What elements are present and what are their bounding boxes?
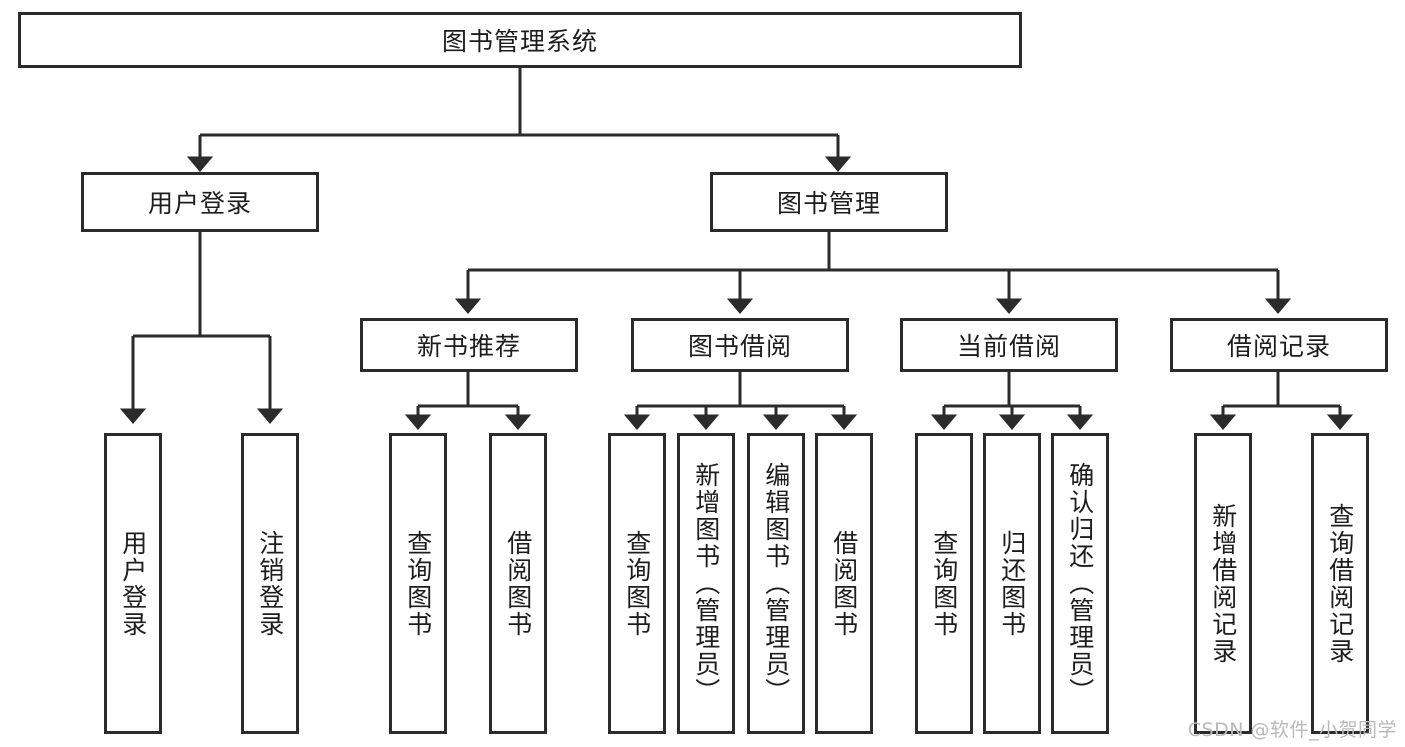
- node-label: 借阅记录: [1226, 332, 1331, 361]
- node-new-book-recommend[interactable]: 新书推荐: [360, 318, 578, 372]
- leaf-label: 注销登录: [255, 529, 285, 638]
- node-label: 当前借阅: [956, 332, 1061, 361]
- leaf-current-return-book[interactable]: 归还图书: [983, 433, 1041, 734]
- leaf-label: 借阅图书: [503, 529, 533, 638]
- leaf-borrow-borrow-book[interactable]: 借阅图书: [815, 433, 873, 734]
- node-borrow-records[interactable]: 借阅记录: [1170, 318, 1388, 372]
- leaf-current-query-book[interactable]: 查询图书: [915, 433, 973, 734]
- leaf-label: 新增借阅记录: [1208, 502, 1238, 665]
- csdn-watermark: CSDN @软件_小贺同学: [1187, 719, 1397, 741]
- leaf-label: 查询图书: [622, 529, 652, 638]
- leaf-recommend-borrow-book[interactable]: 借阅图书: [489, 433, 547, 734]
- node-user-login[interactable]: 用户登录: [81, 172, 319, 232]
- leaf-current-confirm-return-admin[interactable]: 确认归还（管理员）: [1051, 433, 1109, 734]
- leaf-label: 查询图书: [929, 529, 959, 638]
- leaf-borrow-edit-book-admin[interactable]: 编辑图书（管理员）: [747, 433, 805, 734]
- node-label: 用户登录: [147, 189, 252, 218]
- leaf-borrow-query-book[interactable]: 查询图书: [608, 433, 666, 734]
- node-book-borrow[interactable]: 图书借阅: [631, 318, 849, 372]
- leaf-label: 借阅图书: [829, 529, 859, 638]
- leaf-records-add-record[interactable]: 新增借阅记录: [1194, 433, 1252, 734]
- leaf-label: 新增图书（管理员）: [691, 462, 721, 705]
- leaf-user-login-signin[interactable]: 用户登录: [104, 433, 162, 734]
- node-current-borrow[interactable]: 当前借阅: [900, 318, 1118, 372]
- node-book-management[interactable]: 图书管理: [710, 172, 948, 232]
- leaf-recommend-query-book[interactable]: 查询图书: [389, 433, 447, 734]
- node-label: 图书管理系统: [441, 27, 598, 56]
- node-label: 图书管理: [776, 189, 881, 218]
- leaf-label: 用户登录: [118, 529, 148, 638]
- node-label: 新书推荐: [416, 332, 521, 361]
- leaf-borrow-add-book-admin[interactable]: 新增图书（管理员）: [677, 433, 735, 734]
- leaf-label: 查询借阅记录: [1325, 502, 1355, 665]
- node-label: 图书借阅: [687, 332, 792, 361]
- leaf-user-login-signout[interactable]: 注销登录: [241, 433, 299, 734]
- node-root-system[interactable]: 图书管理系统: [18, 12, 1022, 68]
- leaf-label: 编辑图书（管理员）: [761, 462, 791, 705]
- leaf-label: 归还图书: [997, 529, 1027, 638]
- leaf-label: 查询图书: [403, 529, 433, 638]
- leaf-label: 确认归还（管理员）: [1065, 462, 1095, 705]
- leaf-records-query-record[interactable]: 查询借阅记录: [1311, 433, 1369, 734]
